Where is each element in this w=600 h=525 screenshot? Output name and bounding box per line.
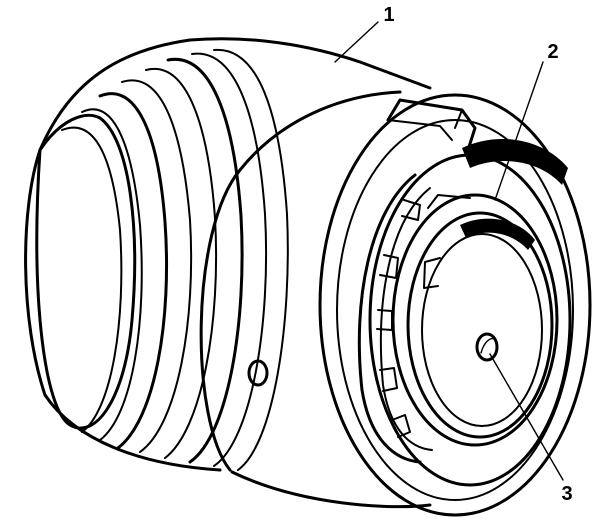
leader-line-1 (334, 21, 379, 63)
side-hole-icon (247, 359, 269, 387)
center-hole-icon (475, 332, 499, 362)
leader-lines (334, 21, 564, 481)
callout-label-3: 3 (561, 483, 572, 505)
leader-line-3 (489, 353, 564, 481)
callout-label-1: 1 (383, 4, 394, 26)
front-face (199, 90, 592, 517)
inner-cavity (368, 138, 572, 487)
center-hole (475, 332, 499, 362)
castellated-ring (357, 173, 471, 464)
inner-sleeve (391, 193, 559, 447)
piston-ring-grooves (61, 48, 289, 471)
top-slot (386, 98, 477, 152)
callout-label-2: 2 (547, 41, 558, 63)
leader-line-2 (494, 61, 544, 201)
cylinder-body (24, 37, 432, 472)
